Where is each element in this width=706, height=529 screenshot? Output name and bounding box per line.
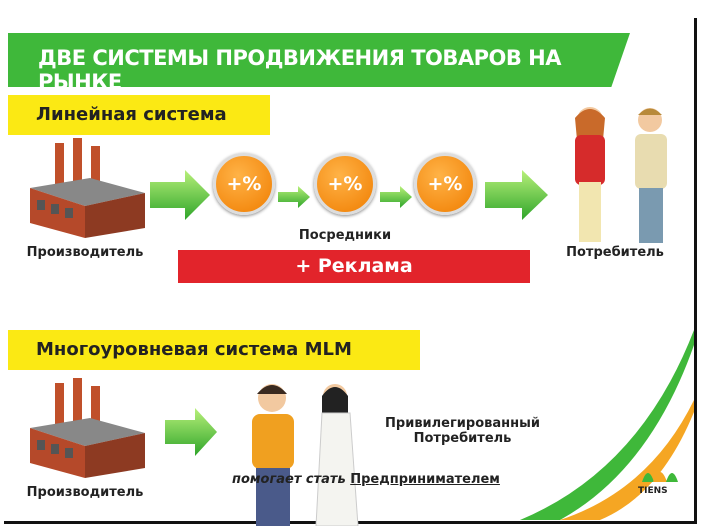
markup-circle: +% xyxy=(213,153,275,215)
factory-icon xyxy=(30,138,145,238)
consumers-illustration xyxy=(575,107,667,243)
consumer-label: Потребитель xyxy=(566,245,664,260)
title-banner: ДВЕ СИСТЕМЫ ПРОДВИЖЕНИЯ ТОВАРОВ НА РЫНКЕ xyxy=(8,33,630,87)
arrow-icon xyxy=(278,186,310,208)
markup-circle: +% xyxy=(314,153,376,215)
arrow-icon xyxy=(485,170,548,220)
producer-label: Производитель xyxy=(26,245,144,260)
advertising-bar: + Реклама xyxy=(178,250,530,283)
entrepreneur-text: Предпринимателем xyxy=(350,472,500,487)
arrow-icon xyxy=(165,408,217,456)
privileged-line2: Потребитель xyxy=(413,431,512,446)
markup-circle: +% xyxy=(414,153,476,215)
entrepreneurs-illustration xyxy=(252,384,359,526)
mlm-system-label: Многоуровневая система MLM xyxy=(8,330,420,370)
producer-label-mlm: Производитель xyxy=(26,485,144,500)
arrow-icon xyxy=(150,170,210,220)
helps-text: помогает стать xyxy=(232,472,346,487)
privileged-consumer-label: Привилегированный Потребитель xyxy=(375,416,550,446)
arrow-icon xyxy=(380,186,412,208)
privileged-line1: Привилегированный xyxy=(385,416,540,431)
tiens-logo-text: TIENS xyxy=(638,486,668,496)
helps-become-text: помогает стать Предпринимателем xyxy=(232,472,500,487)
factory-icon xyxy=(30,378,145,478)
linear-system-label: Линейная система xyxy=(8,95,270,135)
page-title: ДВЕ СИСТЕМЫ ПРОДВИЖЕНИЯ ТОВАРОВ НА РЫНКЕ xyxy=(38,46,562,94)
intermediaries-label: Посредники xyxy=(298,228,392,243)
tiens-logo-icon xyxy=(642,472,678,482)
arrows-linear xyxy=(150,170,548,220)
